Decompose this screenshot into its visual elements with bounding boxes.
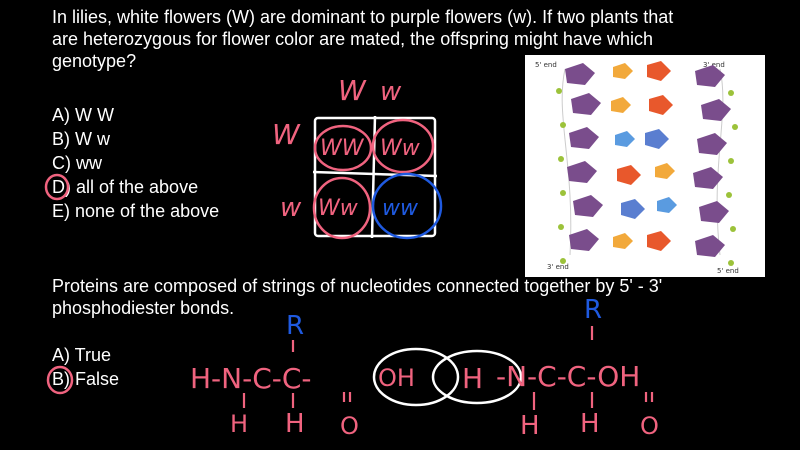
option-true: A) True bbox=[52, 345, 112, 365]
chem-left-bottom-o: O bbox=[340, 412, 359, 440]
chem-left-chain: H-N-C-C- bbox=[190, 362, 312, 395]
dna-sugars bbox=[565, 63, 731, 257]
chem-right-bottom-h2: H bbox=[580, 409, 600, 439]
chem-left-r: R bbox=[286, 311, 304, 341]
answer-circle-d bbox=[44, 173, 70, 201]
punnett-cell-ww-3: Ww bbox=[318, 196, 359, 221]
question-1-line: are heterozygous for flower color are ma… bbox=[52, 29, 653, 49]
punnett-cell-ww: WW bbox=[320, 136, 365, 161]
chem-right-bottom-o: O bbox=[640, 412, 659, 440]
option-d: D) all of the above bbox=[52, 177, 199, 197]
option-b: B) W w bbox=[52, 129, 110, 149]
question-1-line: In lilies, white flowers (W) are dominan… bbox=[52, 7, 674, 27]
option-false: B) False bbox=[52, 369, 120, 389]
chem-left-bottom-h1: H bbox=[230, 410, 248, 438]
chem-right-h: H bbox=[462, 362, 483, 395]
dna-label-3-top: 3' end bbox=[703, 61, 725, 69]
question-2-line: phosphodiester bonds. bbox=[52, 298, 235, 318]
bond-circle-oh bbox=[372, 347, 460, 407]
punnett-side-2: w bbox=[280, 193, 302, 223]
chem-right-bottom-h1: H bbox=[520, 411, 540, 441]
cell-circle bbox=[312, 176, 372, 240]
question-2-text: Proteins are composed of strings of nucl… bbox=[52, 275, 662, 319]
dna-structure-image: 5' end 3' end 3' end 5' end bbox=[525, 55, 765, 277]
dna-bases bbox=[611, 61, 677, 251]
chem-right-chain: -N-C-C-OH bbox=[496, 360, 640, 393]
chem-right-r: R bbox=[584, 295, 602, 325]
punnett-side-1: W bbox=[272, 118, 301, 151]
bond-circle-h bbox=[431, 349, 523, 405]
punnett-cell-ww-4: ww bbox=[382, 196, 419, 221]
option-a: A) W W bbox=[52, 105, 114, 125]
chem-left-bottom-h2: H bbox=[285, 409, 305, 439]
question-1-line: genotype? bbox=[52, 51, 137, 71]
dna-label-5-bottom: 5' end bbox=[717, 267, 739, 275]
cell-circle bbox=[313, 124, 373, 172]
dna-label-3-bottom: 3' end bbox=[547, 263, 569, 271]
dna-label-5-top: 5' end bbox=[535, 61, 557, 69]
dna-phosphates bbox=[556, 88, 738, 266]
chem-left-oh: OH bbox=[378, 364, 415, 392]
answer-circle-b bbox=[46, 365, 74, 395]
option-c: C) ww bbox=[52, 153, 102, 173]
question-2-line: Proteins are composed of strings of nucl… bbox=[52, 276, 663, 296]
cell-circle-blue bbox=[371, 172, 443, 240]
punnett-top-1: W bbox=[338, 74, 367, 107]
option-e: E) none of the above bbox=[52, 201, 220, 221]
question-1-text: In lilies, white flowers (W) are dominan… bbox=[52, 6, 673, 72]
punnett-cell-ww-2: Ww bbox=[380, 136, 421, 161]
cell-circle bbox=[371, 118, 435, 174]
punnett-top-2: w bbox=[380, 77, 402, 107]
